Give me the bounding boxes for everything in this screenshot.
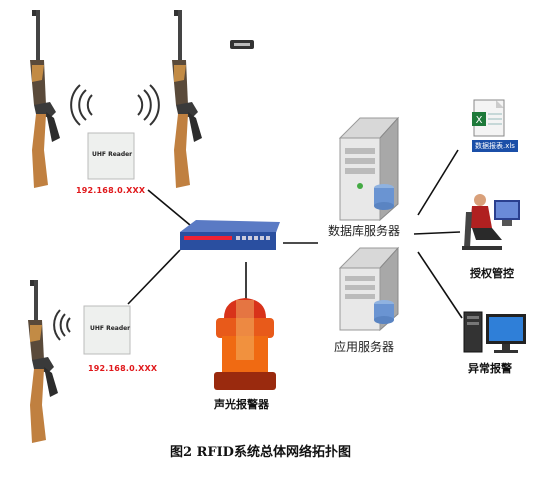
line-reader2-switch — [127, 249, 181, 305]
network-switch-icon — [180, 220, 280, 250]
signal-icon — [53, 309, 71, 341]
rfid-tag-icon — [230, 40, 254, 49]
reader-label: UHF Reader — [90, 325, 131, 332]
operator-workstation-icon — [462, 194, 520, 250]
reader-ip: 192.168.0.XXX — [76, 186, 146, 195]
database-server-icon — [338, 116, 400, 222]
signal-icon — [70, 84, 160, 126]
svg-text:X: X — [476, 115, 483, 126]
alarm-label: 声光报警器 — [214, 398, 269, 411]
reader-label: UHF Reader — [92, 151, 133, 158]
line-reader1-switch — [147, 189, 191, 226]
uhf-reader-device — [83, 305, 131, 355]
computer-icon — [463, 311, 526, 353]
connection-lines — [127, 149, 463, 319]
auth-label: 授权管控 — [470, 267, 514, 280]
excel-file-icon: X — [472, 99, 505, 137]
line-server-auth — [413, 231, 461, 235]
line-server-file — [417, 149, 459, 216]
application-server-icon — [338, 246, 400, 332]
uhf-reader-device — [87, 132, 135, 180]
file-label: 数据报表.xls — [472, 140, 518, 152]
database-server-label: 数据库服务器 — [328, 224, 401, 238]
reader-ip: 192.168.0.XXX — [88, 364, 158, 373]
application-server-label: 应用服务器 — [334, 340, 395, 354]
figure-caption: 图2 RFID系统总体网络拓扑图 — [170, 445, 351, 460]
line-server-alert — [417, 251, 463, 319]
alert-label: 异常报警 — [468, 362, 512, 375]
rifle-icon — [28, 280, 58, 443]
rifle-icon — [172, 10, 202, 188]
alarm-light-icon — [214, 298, 276, 390]
rifle-icon — [30, 10, 60, 188]
